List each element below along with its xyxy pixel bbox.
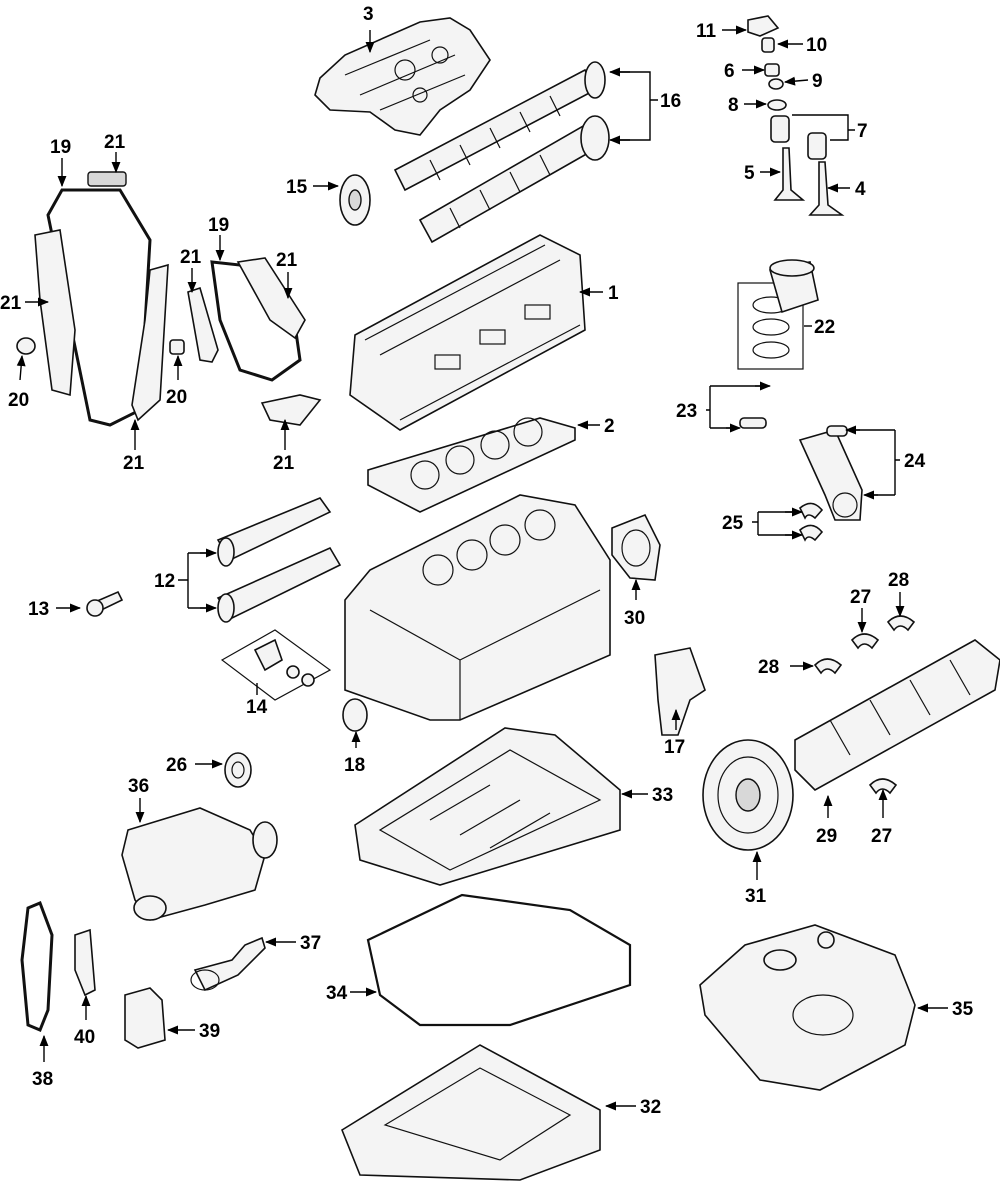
callout-18: 18 [344, 755, 365, 776]
callout-22: 22 [814, 317, 835, 338]
callout-16: 16 [660, 91, 681, 112]
engine-block-part [344, 494, 611, 721]
callout-17: 17 [664, 737, 685, 758]
callout-31: 31 [745, 886, 767, 907]
camshafts-part [393, 61, 610, 244]
callout-13: 13 [28, 599, 49, 620]
callout-28-top: 28 [888, 570, 909, 591]
oil-pickup-part [190, 936, 266, 992]
callout-1: 1 [608, 283, 619, 304]
oil-pump-part [121, 807, 278, 921]
callout-7: 7 [857, 121, 868, 142]
oil-filter-housing-part [124, 987, 166, 1049]
callout-14: 14 [246, 697, 268, 718]
rear-main-seal-part [611, 513, 661, 581]
callout-3: 3 [363, 4, 374, 25]
chain-tensioner-part [654, 647, 706, 736]
cam-sprocket-part [339, 174, 371, 226]
callout-40: 40 [74, 1027, 95, 1048]
callout-30: 30 [624, 608, 645, 629]
callout-27-top: 27 [850, 587, 871, 608]
crankshaft-part [794, 615, 1000, 795]
callout-20-right: 20 [166, 387, 187, 408]
valve-cover-part [314, 17, 491, 136]
callout-2: 2 [604, 416, 615, 437]
piston-rings-part [737, 282, 804, 370]
head-gasket-part [367, 417, 576, 513]
callout-15: 15 [286, 177, 308, 198]
callout-26: 26 [166, 755, 187, 776]
callout-21-top-left: 21 [104, 132, 126, 153]
oil-pump-chain-part [20, 901, 54, 1032]
upper-oil-pan-part [354, 727, 621, 886]
callout-37: 37 [300, 933, 321, 954]
timing-chain-left-part [16, 171, 169, 427]
callout-19-left: 19 [50, 137, 71, 158]
callout-29: 29 [816, 826, 837, 847]
callout-8: 8 [728, 95, 739, 116]
leader-lines [16, 25, 948, 1111]
callout-24: 24 [904, 451, 926, 472]
timing-cover-part [699, 924, 916, 1091]
callout-21-mid-right: 21 [276, 250, 298, 271]
callout-23: 23 [676, 401, 697, 422]
callout-11: 11 [696, 21, 717, 42]
callout-21-bottom-left: 21 [123, 453, 145, 474]
callout-5: 5 [744, 163, 755, 184]
callout-4: 4 [855, 179, 866, 200]
lower-oil-pan-part [341, 1044, 601, 1181]
oil-seal-part [224, 752, 252, 788]
callout-27-bottom: 27 [871, 826, 892, 847]
callout-19-right: 19 [208, 215, 229, 236]
valve-train-parts [747, 15, 845, 216]
callout-25: 25 [722, 513, 744, 534]
callout-38: 38 [32, 1069, 53, 1090]
connecting-rod-part [798, 425, 863, 542]
callout-21-side-left: 21 [0, 293, 22, 314]
callout-33: 33 [652, 785, 673, 806]
callout-36: 36 [128, 776, 149, 797]
oil-pan-gasket-part [366, 893, 632, 1027]
callout-20-left: 20 [8, 390, 29, 411]
seal-kit-part [220, 629, 332, 701]
cylinder-head-part [349, 234, 586, 431]
callout-labels: 1 2 3 4 5 6 7 8 9 10 11 12 13 14 15 16 1… [0, 4, 974, 1118]
oil-pump-guide-part [74, 928, 96, 997]
callout-34: 34 [326, 983, 348, 1004]
crank-pulley-part [702, 739, 794, 851]
callout-32: 32 [640, 1097, 661, 1118]
callout-39: 39 [199, 1021, 220, 1042]
callout-21-bottom-right: 21 [273, 453, 295, 474]
callout-12: 12 [154, 571, 175, 592]
callout-28-left: 28 [758, 657, 779, 678]
callout-10: 10 [806, 35, 827, 56]
callout-6: 6 [724, 61, 735, 82]
piston-part [739, 259, 819, 429]
timing-chain-right-part [169, 257, 322, 426]
callout-35: 35 [952, 999, 974, 1020]
crank-sprocket-part [342, 698, 368, 732]
callout-9: 9 [812, 71, 823, 92]
balance-shafts-part [86, 497, 342, 623]
callout-21-mid-left: 21 [180, 247, 202, 268]
